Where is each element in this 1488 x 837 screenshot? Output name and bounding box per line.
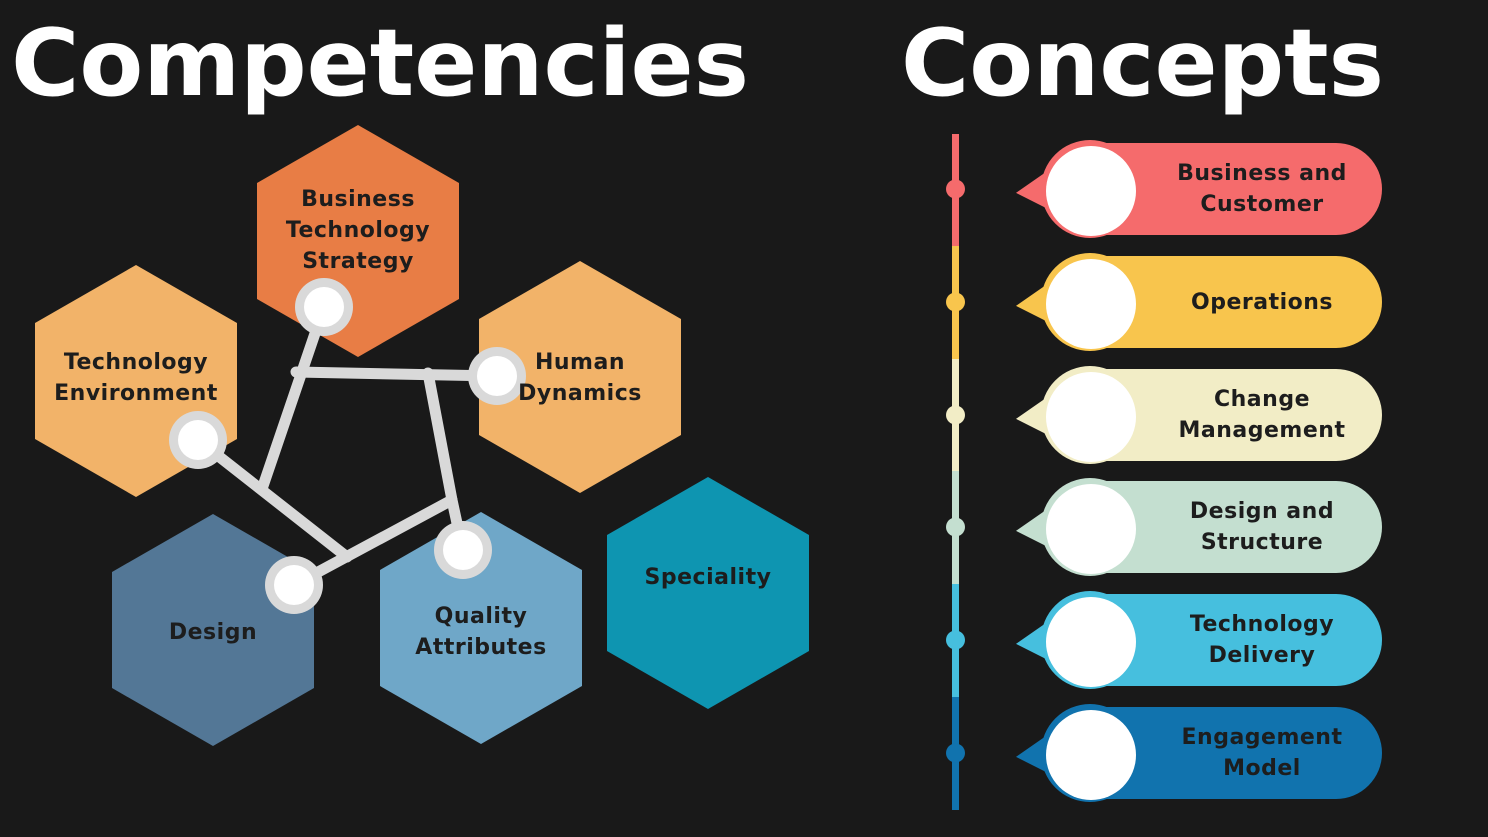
hexagon-label-quality-attributes: Quality Attributes [415,604,547,660]
node-circle [1046,372,1136,462]
pill-label: Design and Structure [1189,499,1335,555]
timeline-dot-engagement-model [946,743,965,763]
connector-node-humandynamics [468,347,526,405]
timeline-dot-technology-delivery [946,630,965,650]
node-circle [1046,597,1136,687]
concept-item-technology-delivery: Technology Delivery [1014,591,1382,689]
concept-item-business-and-customer: Business and Customer [1014,140,1382,238]
connector-node-design [265,556,323,614]
concept-item-design-and-structure: Design and Structure [1014,478,1382,576]
node-circle [1046,484,1136,574]
timeline-dot-business-and-customer [946,179,965,199]
timeline-dot-change-management [946,405,965,425]
pill-label: Engagement Model [1181,725,1343,781]
timeline-dot-operations [946,292,965,312]
concept-item-operations: Operations [1014,253,1382,351]
connector-line-strategy-down [256,301,330,495]
connector-node-strategy [295,278,353,336]
hexagon-label-technology-environment: Technology Environment [54,350,218,406]
concepts-title: Concepts [901,9,1384,117]
pill-label: Operations [1191,289,1333,315]
hexagon-label-human-dynamics: Human Dynamics [518,350,642,406]
hexagon-label-business-technology-strategy: Business Technology Strategy [285,187,431,274]
timeline-dot-design-and-structure [946,517,965,537]
hexagon-human-dynamics [479,261,681,493]
hexagon-design [112,514,314,746]
competencies-title: Competencies [11,9,749,117]
hexagon-label-speciality: Speciality [644,565,772,590]
connector-line-to-design [288,494,458,591]
hexagon-speciality [607,477,809,709]
pill-label: Change Management [1178,387,1346,443]
pill-label: Technology Delivery [1189,612,1335,668]
node-circle [1046,710,1136,800]
concept-item-change-management: Change Management [1014,366,1382,464]
node-circle [1046,259,1136,349]
hexagon-quality-attributes [380,512,582,744]
node-circle [1046,146,1136,236]
connector-node-environment [169,411,227,469]
hexagon-label-design: Design [168,620,258,645]
connector-node-quality [434,521,492,579]
pill-label: Business and Customer [1177,161,1347,217]
connector-line-environment-down [192,434,353,563]
connector-line-humandynamics-left [290,366,503,382]
concept-item-engagement-model: Engagement Model [1014,704,1382,802]
